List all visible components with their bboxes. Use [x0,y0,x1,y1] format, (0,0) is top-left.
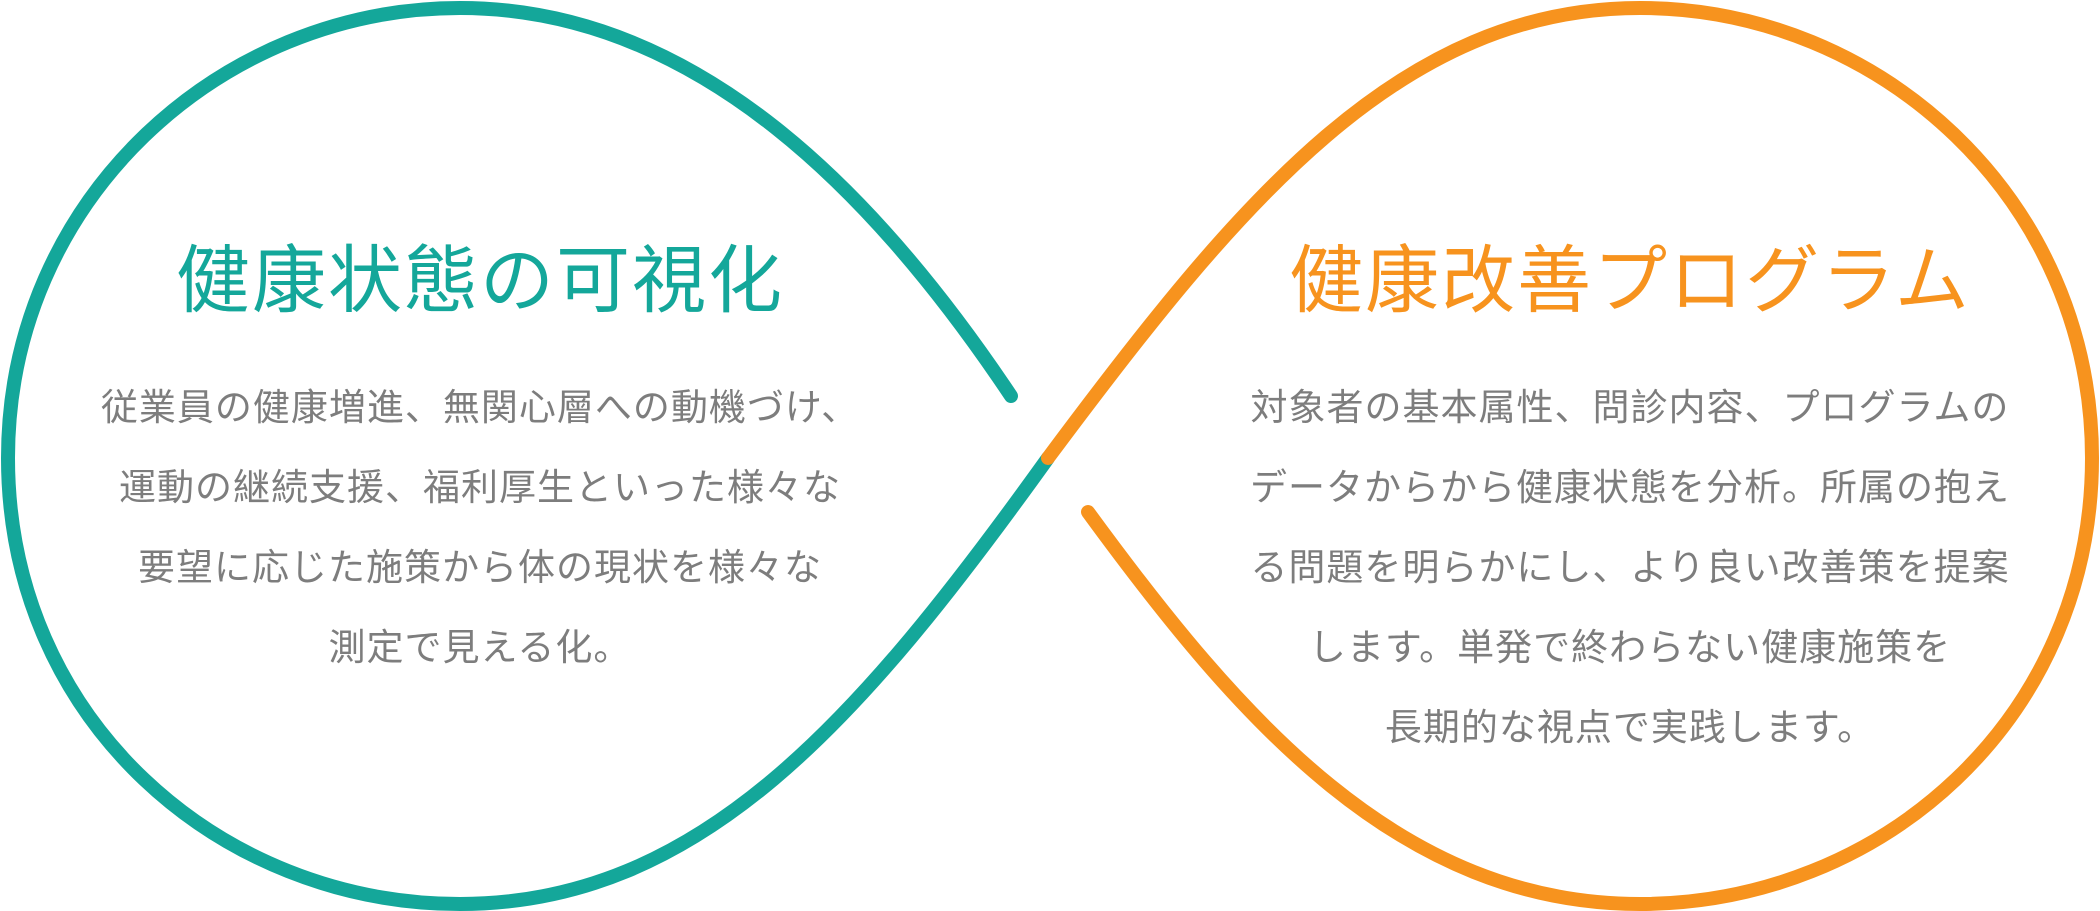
right-panel: 健康改善プログラム 対象者の基本属性、問診内容、プログラムの データからから健康… [1190,244,2070,768]
right-description-line: データからから健康状態を分析。所属の抱え [1250,466,2010,509]
orange-loop [1041,1,2099,911]
left-panel-title: 健康状態の可視化 [176,238,784,324]
left-description-line: 運動の継続支援、福利厚生といった様々な [119,466,841,509]
right-description-line: します。単発で終わらない健康施策を [1308,626,1952,669]
left-description-line: 要望に応じた施策から体の現状を様々な [138,546,822,589]
right-description-line: 対象者の基本属性、問診内容、プログラムの [1250,386,2010,429]
left-description-line: 従業員の健康増進、無関心層への動機づけ、 [100,386,860,429]
left-panel: 健康状態の可視化 従業員の健康増進、無関心層への動機づけ、 運動の継続支援、福利… [60,244,900,688]
right-panel-title: 健康改善プログラム [1289,238,1971,324]
left-description-line: 測定で見える化。 [328,626,632,669]
right-description-line: 長期的な視点で実践します。 [1384,706,1876,749]
teal-loop [1,1,1055,911]
right-description-line: る問題を明らかにし、より良い改善策を提案 [1250,546,2010,589]
right-panel-description: 対象者の基本属性、問診内容、プログラムの データからから健康状態を分析。所属の抱… [1190,368,2070,768]
left-panel-description: 従業員の健康増進、無関心層への動機づけ、 運動の継続支援、福利厚生といった様々な… [60,368,900,688]
